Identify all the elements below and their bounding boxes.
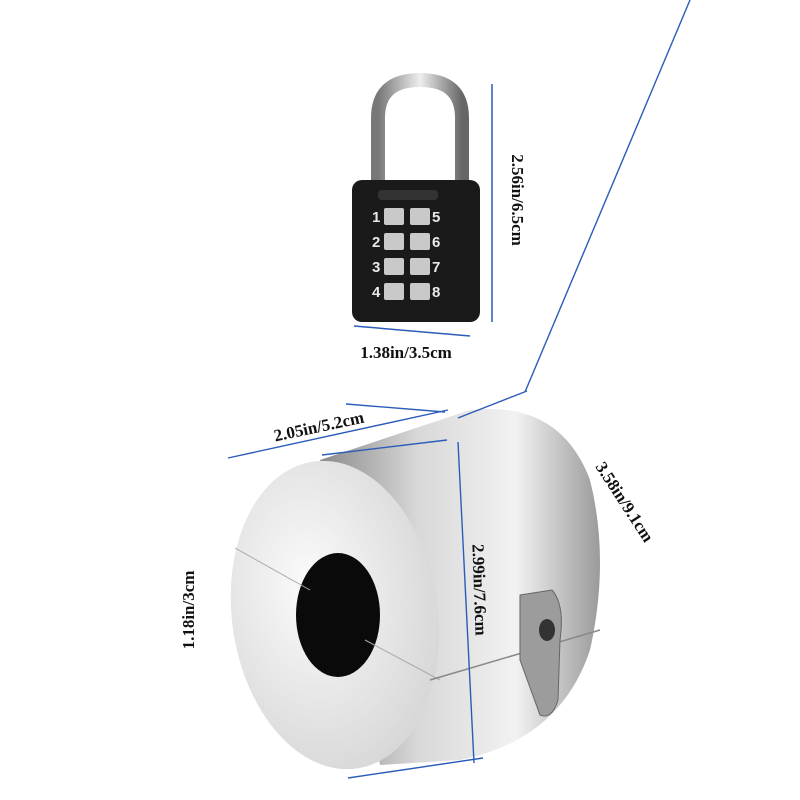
padlock-key-number: 7 [432,259,440,276]
padlock-key-number: 3 [372,259,380,276]
cylinder-lock-body [230,408,601,770]
padlock-key-number: 2 [372,234,380,251]
hole-diameter-label: 1.18in/3cm [179,571,198,650]
padlock-key-number: 8 [432,284,440,301]
padlock-key-number: 6 [432,234,440,251]
padlock-key-button [410,283,430,300]
padlock: 1 2 3 4 5 6 7 8 [352,72,480,322]
center-hole [296,553,380,677]
cylinder-depth-label: 3.58in/9.1cm [592,458,658,545]
padlock-key-number: 4 [372,284,381,301]
padlock-key-number: 1 [372,209,380,226]
padlock-shackle [371,72,469,185]
padlock-dimension-lines [353,84,493,337]
padlock-key-number: 5 [432,209,440,226]
padlock-height-label: 2.56in/6.5cm [508,154,527,246]
padlock-width-label: 1.38in/3.5cm [360,343,452,362]
cylinder-height-label: 2.99in/7.6cm [468,544,490,636]
cylinder-dimension-lines [227,0,691,779]
cylinder-length-label: 2.05in/5.2cm [272,408,366,446]
padlock-key-button [410,233,430,250]
padlock-key-button [410,258,430,275]
padlock-key-button [410,208,430,225]
padlock-key-button [384,208,404,225]
padlock-key-button [384,283,404,300]
padlock-key-button [384,258,404,275]
padlock-key-button [384,233,404,250]
